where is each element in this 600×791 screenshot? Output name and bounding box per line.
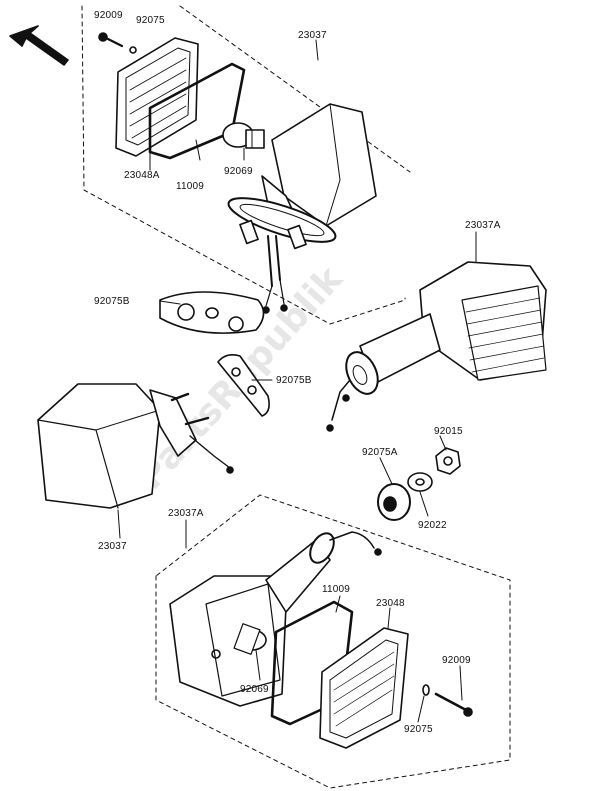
label-part-92022: 92022 <box>418 520 447 531</box>
label-part-23048a: 23048A <box>124 170 160 181</box>
label-part-11009-lower: 11009 <box>322 584 351 595</box>
lower-housing <box>169 531 382 707</box>
label-part-92075b: 92075B <box>94 296 130 307</box>
label-part-92075a: 92075A <box>362 447 398 458</box>
label-part-23037: 23037 <box>298 30 327 41</box>
lower-assembly-bracket <box>155 494 511 789</box>
upper-screw <box>98 32 124 48</box>
lower-screw <box>434 692 473 717</box>
label-part-11009: 11009 <box>176 181 205 192</box>
mounting-plate-upper <box>159 291 265 334</box>
upper-housing <box>227 103 377 314</box>
upper-assembly-bracket <box>81 5 406 325</box>
label-part-23037-left: 23037 <box>98 541 127 552</box>
label-part-23048: 23048 <box>376 598 405 609</box>
upper-bulb <box>222 122 265 149</box>
washer-92022 <box>407 472 433 492</box>
label-part-92075b-lower: 92075B <box>276 375 312 386</box>
grommet-92075A <box>377 483 411 521</box>
label-part-92075: 92075 <box>136 15 165 26</box>
label-part-92075-lower: 92075 <box>404 724 433 735</box>
label-part-92015: 92015 <box>434 426 463 437</box>
label-part-92009-lower: 92009 <box>442 655 471 666</box>
direction-arrow-icon <box>9 25 69 66</box>
label-part-92069-lower: 92069 <box>240 684 269 695</box>
lower-lens <box>319 627 409 749</box>
lower-washer <box>422 684 430 696</box>
nut-92015 <box>435 447 461 475</box>
right-housing <box>326 261 547 432</box>
label-part-92009: 92009 <box>94 10 123 21</box>
upper-washer <box>129 46 137 54</box>
label-part-92069: 92069 <box>224 166 253 177</box>
mounting-plate-lower <box>217 354 270 417</box>
upper-lens <box>115 37 199 157</box>
label-part-23037a: 23037A <box>465 220 501 231</box>
upper-bracket-edge <box>179 5 411 173</box>
left-housing <box>37 383 234 509</box>
leader-lines <box>117 39 477 723</box>
label-part-23037a-lower: 23037A <box>168 508 204 519</box>
